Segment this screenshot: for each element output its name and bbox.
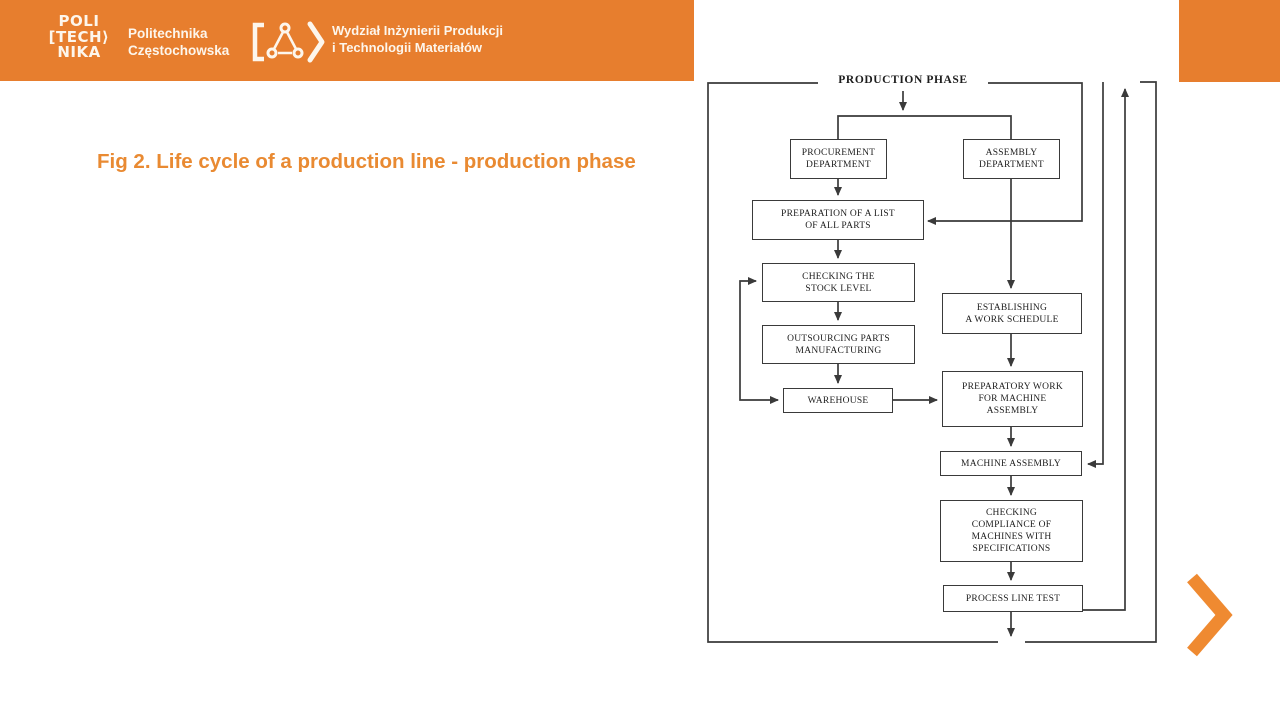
faculty-name: Wydział Inżynierii Produkcji i Technolog… (332, 23, 503, 56)
node-machine-assembly: MACHINE ASSEMBLY (940, 451, 1082, 476)
node-production-phase: PRODUCTION PHASE (826, 74, 980, 86)
edge-production-to-preparation (927, 82, 1083, 225)
edge-test-to-production-loop (1083, 88, 1129, 611)
node-procurement-department: PROCUREMENT DEPARTMENT (790, 139, 887, 179)
node-checking-the-stock-level: CHECKING THE STOCK LEVEL (762, 263, 915, 302)
node-outsourcing-parts-manufacturing: OUTSOURCING PARTS MANUFACTURING (762, 325, 915, 364)
bracket-triangle-network-icon (252, 21, 325, 63)
node-warehouse: WAREHOUSE (783, 388, 893, 413)
faculty-name-line2: i Technologii Materiałów (332, 39, 482, 55)
politechnika-logo: POLI [TECH⟩ NIKA (48, 12, 110, 61)
edge-split-departments (837, 115, 1012, 139)
university-name-line2: Częstochowska (128, 43, 230, 58)
node-preparatory-work-for-machine-assembly: PREPARATORY WORK FOR MACHINE ASSEMBLY (942, 371, 1083, 427)
university-name: Politechnika Częstochowska (128, 25, 229, 59)
frame-left-bottom (707, 82, 998, 643)
top-right-orange-block (1179, 0, 1280, 82)
next-chevron-icon[interactable] (1184, 570, 1236, 662)
edge-production-to-machine (1087, 82, 1104, 468)
university-name-line1: Politechnika (128, 26, 208, 41)
edge-warehouse-checking-loop (739, 277, 779, 404)
node-checking-compliance-of-machines-with-specifications: CHECKING COMPLIANCE OF MACHINES WITH SPE… (940, 500, 1083, 562)
frame-right (1025, 81, 1157, 643)
node-preparation-of-a-list-of-all-parts: PREPARATION OF A LIST OF ALL PARTS (752, 200, 924, 240)
node-assembly-department: ASSEMBLY DEPARTMENT (963, 139, 1060, 179)
header-bar: POLI [TECH⟩ NIKA Politechnika Częstochow… (0, 0, 694, 81)
node-establishing-a-work-schedule: ESTABLISHING A WORK SCHEDULE (942, 293, 1082, 334)
figure-caption: Fig 2. Life cycle of a production line -… (97, 150, 636, 173)
node-process-line-test: PROCESS LINE TEST (943, 585, 1083, 612)
faculty-name-line1: Wydział Inżynierii Produkcji (332, 23, 503, 38)
